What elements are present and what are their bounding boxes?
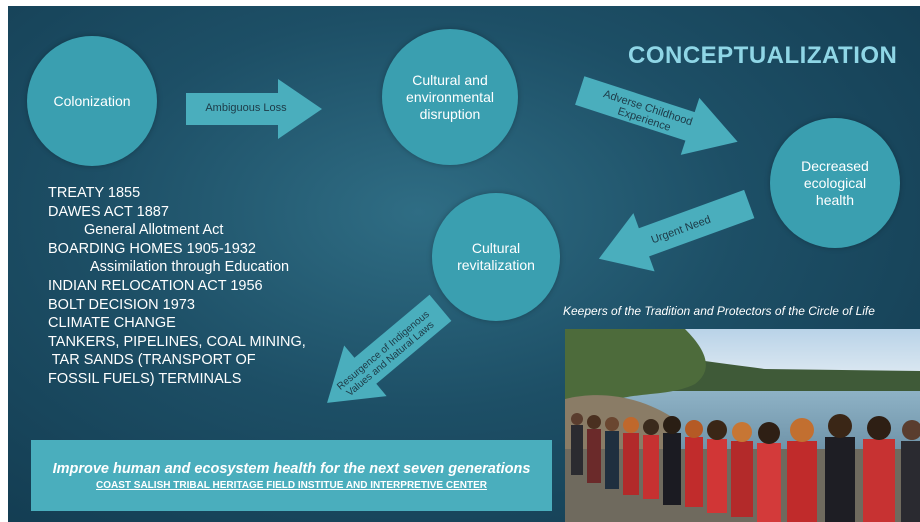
history-item: BOARDING HOMES 1905-1932 (48, 240, 256, 257)
arrow-resurgence (327, 294, 452, 403)
history-item: BOLT DECISION 1973 (48, 296, 195, 313)
arrow-adverse-childhood (575, 76, 738, 155)
node-cultural-disruption: Cultural and environmental disruption (382, 29, 518, 165)
slide-title: CONCEPTUALIZATION (628, 42, 898, 69)
history-item: TAR SANDS (TRANSPORT OF (48, 352, 256, 369)
history-item: CLIMATE CHANGE (48, 315, 176, 332)
history-item: FOSSIL FUELS) TERMINALS (48, 370, 242, 387)
node-colonization: Colonization (27, 36, 157, 166)
node-colonization-label: Colonization (53, 92, 131, 109)
node-cultural-revitalization: Cultural revitalization (432, 193, 560, 321)
goal-banner-subheading: COAST SALISH TRIBAL HERITAGE FIELD INSTI… (96, 480, 487, 491)
photo-canoe-journey-group (565, 329, 920, 522)
goal-banner: Improve human and ecosystem health for t… (31, 440, 552, 511)
node-decreased-ecological-health: Decreased ecological health (770, 118, 900, 248)
node-cultural-revitalization-label: Cultural revitalization (457, 240, 535, 273)
history-item: TREATY 1855 (48, 185, 141, 201)
goal-banner-heading: Improve human and ecosystem health for t… (52, 461, 531, 477)
node-decreased-ecological-health-label: Decreased ecological health (801, 157, 869, 208)
arrow-urgent-need (598, 189, 755, 272)
history-item: INDIAN RELOCATION ACT 1956 (48, 277, 263, 294)
history-item: DAWES ACT 1887 (48, 203, 169, 220)
arrow-ambiguous-loss (186, 79, 322, 139)
slide: CONCEPTUALIZATION Ambiguous Loss Adverse… (8, 6, 920, 522)
history-list: TREATY 1855 DAWES ACT 1887 General Allot… (48, 184, 306, 389)
arrow-label-ambiguous-loss: Ambiguous Loss (205, 102, 287, 114)
node-cultural-disruption-label: Cultural and environmental disruption (406, 71, 494, 122)
history-subitem: General Allotment Act (84, 222, 224, 239)
photo-caption: Keepers of the Tradition and Protectors … (563, 304, 875, 318)
history-item: TANKERS, PIPELINES, COAL MINING, (48, 333, 306, 350)
history-subitem: Assimilation through Education (90, 259, 290, 276)
